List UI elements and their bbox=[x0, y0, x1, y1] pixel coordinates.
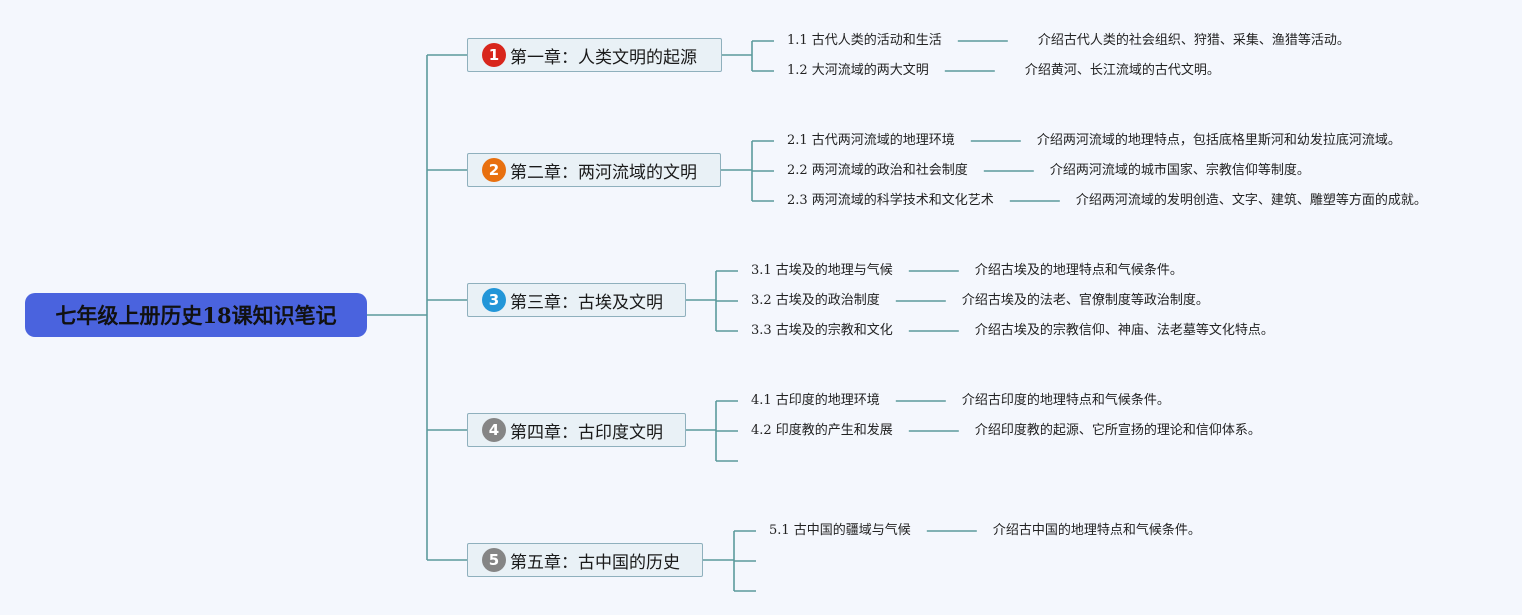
section-description: 介绍古埃及的法老、官僚制度等政治制度。 bbox=[961, 293, 1209, 308]
chapter-title: 第四章：古印度文明 bbox=[510, 422, 663, 443]
section-description: 介绍两河流域的地理特点，包括底格里斯河和幼发拉底河流域。 bbox=[1036, 133, 1401, 148]
section-description: 介绍古埃及的宗教信仰、神庙、法老墓等文化特点。 bbox=[974, 323, 1274, 338]
section-description: 介绍古中国的地理特点和气候条件。 bbox=[992, 523, 1201, 538]
section-description: 介绍黄河、长江流域的古代文明。 bbox=[1024, 63, 1220, 78]
chapter-title: 第一章：人类文明的起源 bbox=[510, 47, 697, 68]
section-title[interactable]: 4.2 印度教的产生和发展 bbox=[751, 423, 893, 438]
section-title[interactable]: 5.1 古中国的疆域与气候 bbox=[769, 523, 911, 538]
chapter-number-badge: 4 bbox=[482, 418, 506, 442]
chapter-title: 第五章：古中国的历史 bbox=[510, 552, 680, 573]
section-title[interactable]: 2.1 古代两河流域的地理环境 bbox=[787, 133, 955, 148]
section-description: 介绍两河流域的城市国家、宗教信仰等制度。 bbox=[1049, 163, 1310, 178]
chapter-title: 第三章：古埃及文明 bbox=[510, 292, 663, 313]
section-title[interactable]: 2.3 两河流域的科学技术和文化艺术 bbox=[787, 193, 994, 208]
chapter-number-badge: 5 bbox=[482, 548, 506, 572]
section-title[interactable]: 1.2 大河流域的两大文明 bbox=[787, 63, 929, 78]
chapter-title: 第二章：两河流域的文明 bbox=[510, 162, 697, 183]
section-title[interactable]: 1.1 古代人类的活动和生活 bbox=[787, 33, 942, 48]
section-title[interactable]: 3.3 古埃及的宗教和文化 bbox=[751, 323, 893, 338]
section-title[interactable]: 3.1 古埃及的地理与气候 bbox=[751, 263, 893, 278]
root-title: 七年级上册历史18课知识笔记 bbox=[55, 303, 337, 328]
section-description: 介绍两河流域的发明创造、文字、建筑、雕塑等方面的成就。 bbox=[1075, 193, 1427, 208]
section-description: 介绍印度教的起源、它所宣扬的理论和信仰体系。 bbox=[974, 423, 1261, 438]
root-topic[interactable]: 七年级上册历史18课知识笔记 bbox=[25, 293, 367, 337]
section-title[interactable]: 4.1 古印度的地理环境 bbox=[751, 393, 880, 408]
section-description: 介绍古代人类的社会组织、狩猎、采集、渔猎等活动。 bbox=[1037, 33, 1350, 48]
section-description: 介绍古印度的地理特点和气候条件。 bbox=[961, 393, 1170, 408]
section-description: 介绍古埃及的地理特点和气候条件。 bbox=[974, 263, 1183, 278]
chapter-number-badge: 1 bbox=[482, 43, 506, 67]
section-title[interactable]: 2.2 两河流域的政治和社会制度 bbox=[787, 163, 968, 178]
chapter-number-badge: 3 bbox=[482, 288, 506, 312]
section-title[interactable]: 3.2 古埃及的政治制度 bbox=[751, 293, 880, 308]
chapter-number-badge: 2 bbox=[482, 158, 506, 182]
